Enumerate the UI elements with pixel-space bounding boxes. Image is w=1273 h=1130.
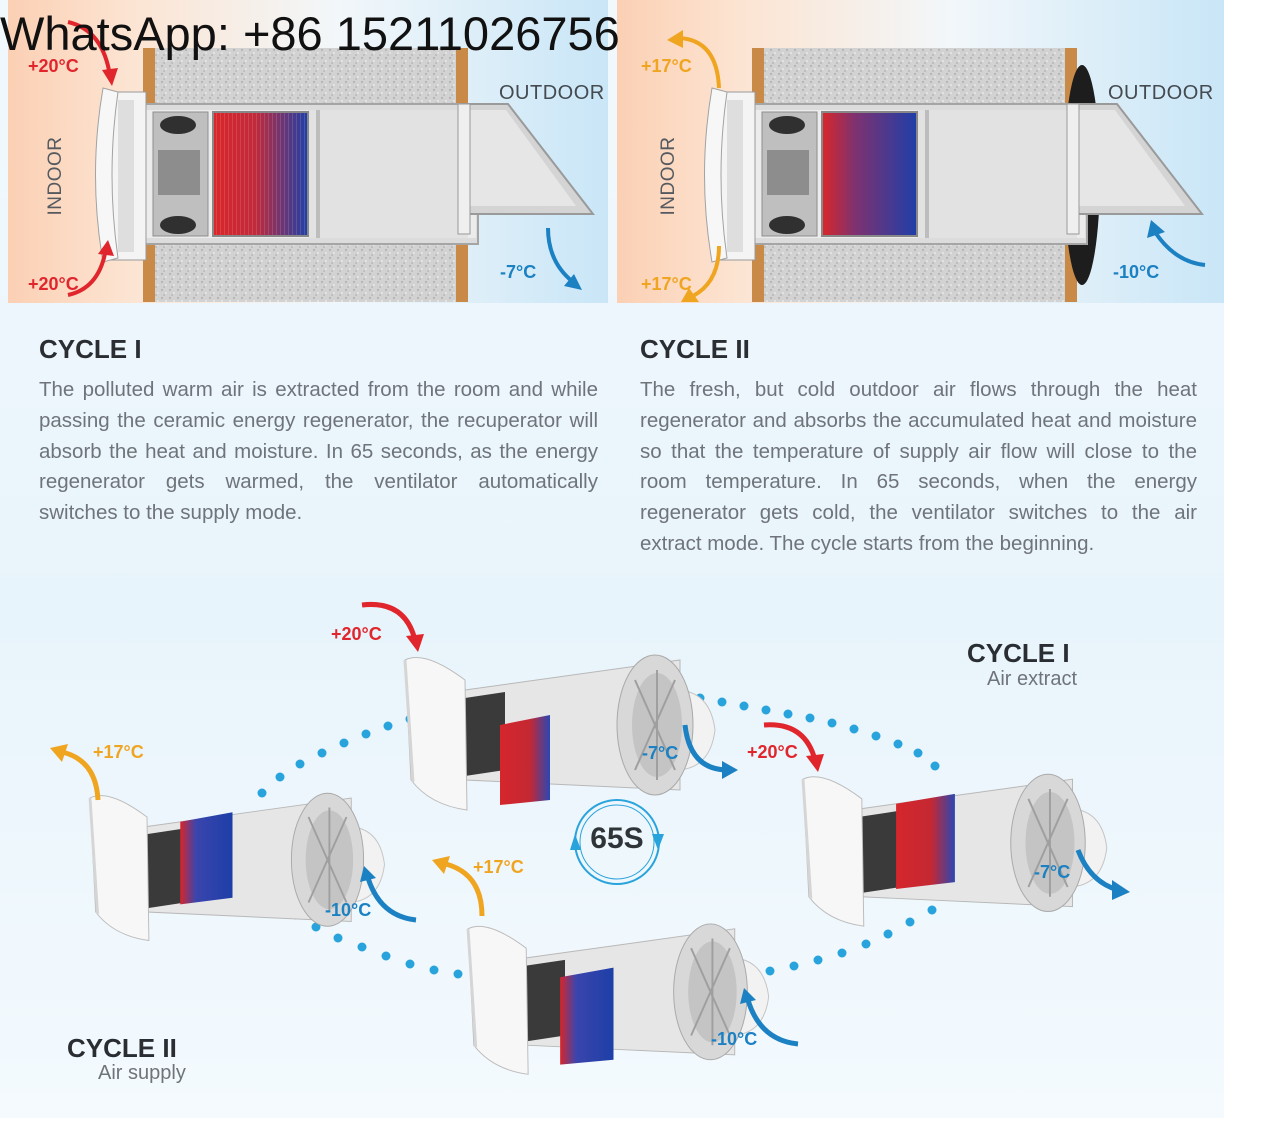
supply-cycle-subtitle: Air supply: [98, 1062, 186, 1084]
cycle-loop-diagram: [50, 601, 1130, 1076]
unit-bottom-temp-in: +17°C: [473, 857, 524, 877]
watermark-text: WhatsApp: +86 15211026756: [0, 7, 620, 60]
unit-left-temp-in: +17°C: [93, 742, 144, 762]
cycle1-temp-in-bottom: +20°C: [28, 274, 79, 294]
unit-top-temp-in: +20°C: [331, 624, 382, 644]
unit-right-temp-out: -7°C: [1034, 862, 1071, 882]
extract-cycle-subtitle: Air extract: [987, 668, 1078, 690]
unit-right-temp-in: +20°C: [747, 742, 798, 762]
cycle1-description: The polluted warm air is extracted from …: [39, 378, 598, 525]
cycle1-diagram-art: [8, 0, 608, 303]
arrow-in-top: [67, 20, 112, 77]
cycle2-title: CYCLE II: [640, 334, 750, 364]
cycle1-temp-out: -7°C: [500, 262, 537, 282]
cycle2-outdoor-label: OUTDOOR: [1108, 82, 1214, 104]
cycle2-description: The fresh, but cold outdoor air flows th…: [640, 378, 1197, 555]
unit-top-temp-out: -7°C: [642, 743, 679, 763]
cycle2-diagram: +17°C +17°C -10°C INDOOR OUTDOOR: [617, 0, 1224, 303]
cycle1-title: CYCLE I: [39, 334, 142, 364]
supply-cycle-title: CYCLE II: [67, 1033, 177, 1063]
cycle2-temp-out: -10°C: [1113, 262, 1160, 282]
extract-cycle-title: CYCLE I: [967, 638, 1070, 668]
unit-bottom: [466, 922, 771, 1076]
cycle1-temp-in-top: +20°C: [28, 56, 79, 76]
cycle1-outdoor-label: OUTDOOR: [499, 82, 605, 104]
cycle2-indoor-label: INDOOR: [658, 136, 679, 216]
cycle2-temp-in-bottom: +17°C: [641, 274, 692, 294]
arrow-in-bottom: [67, 247, 108, 297]
timer-label: 65S: [590, 822, 644, 855]
unit-right: [801, 772, 1109, 928]
unit-left-temp-out: -10°C: [325, 900, 372, 920]
cycle1-indoor-label: INDOOR: [45, 136, 66, 216]
unit-left: [88, 791, 386, 942]
timer-ring: [570, 799, 664, 885]
unit-top: [403, 653, 717, 812]
unit-bottom-temp-out: -10°C: [711, 1029, 758, 1049]
cycle2-diagram-art: [617, 0, 1224, 303]
cycle2-temp-in-top: +17°C: [641, 56, 692, 76]
cycle1-diagram: +20°C +20°C -7°C INDOOR OUTDOOR: [8, 0, 608, 303]
